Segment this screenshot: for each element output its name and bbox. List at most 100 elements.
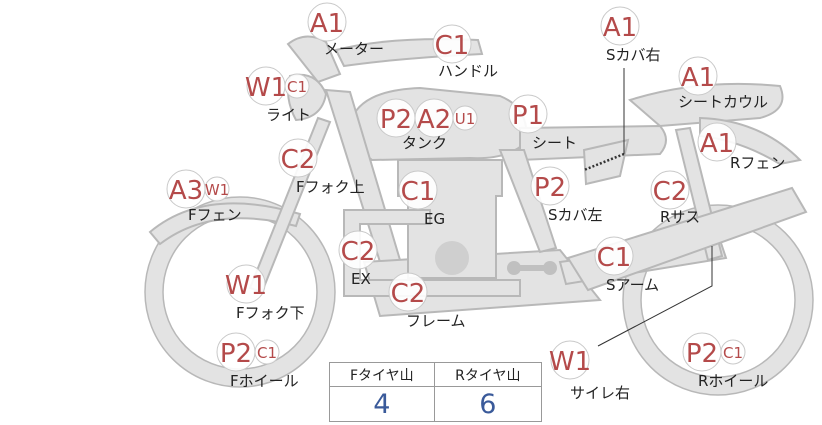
- meter-shape: [286, 35, 342, 84]
- frame-rear-shape: [498, 149, 558, 254]
- grade-badge: [697, 122, 737, 162]
- part-label: シートカウル: [678, 93, 768, 111]
- grade-badge: [278, 138, 318, 178]
- grade-badge: [254, 339, 280, 365]
- grade-badge: [398, 170, 438, 210]
- grade-badge: [307, 2, 347, 42]
- grade-text: C1: [723, 344, 743, 362]
- part-seat: P1 シート: [508, 94, 577, 152]
- grade-text: C1: [401, 177, 436, 207]
- grade-text: A3: [169, 176, 203, 206]
- grade-text: C1: [597, 243, 632, 273]
- tire-tread-table: Fタイヤ山 Rタイヤ山 4 6: [329, 362, 543, 422]
- grade-text: C2: [281, 145, 316, 175]
- engine-cover-shape: [435, 241, 469, 275]
- part-label: シート: [532, 134, 577, 152]
- grade-text: A2: [417, 105, 451, 135]
- front-tread-label: Fタイヤ山: [329, 362, 435, 387]
- grade-text: A1: [700, 129, 734, 159]
- tread-header-row: Fタイヤ山 Rタイヤ山: [329, 362, 543, 387]
- grade-badge: [432, 24, 472, 64]
- part-label: フレーム: [406, 312, 466, 330]
- grade-text: P2: [534, 173, 566, 203]
- grade-text: W1: [245, 73, 287, 103]
- grade-badge: [388, 272, 428, 312]
- leader-lines: [583, 68, 713, 347]
- grade-badge: [204, 176, 230, 202]
- grade-text: C2: [341, 237, 376, 267]
- grade-badge: [226, 264, 266, 304]
- part-label: Fフェン: [188, 206, 242, 224]
- part-label: EG: [424, 210, 445, 228]
- grade-text: W1: [549, 347, 591, 377]
- grade-badge: [594, 236, 634, 276]
- side-cover-shape: [582, 138, 630, 186]
- grade-text: P2: [686, 339, 718, 369]
- part-label: ライト: [266, 106, 311, 124]
- grade-badge: [508, 94, 548, 134]
- grade-text: U1: [455, 110, 476, 128]
- grade-badge: [720, 339, 746, 365]
- part-label: Sカバ右: [606, 46, 661, 64]
- grade-text: P1: [512, 101, 544, 131]
- part-label: サイレ右: [570, 384, 630, 402]
- grade-text: C2: [391, 279, 426, 309]
- grade-badge: [650, 170, 690, 210]
- grade-text: A1: [681, 63, 715, 93]
- rear-tread-value: 6: [433, 386, 543, 422]
- part-label: Rサス: [660, 208, 700, 226]
- grade-text: C1: [257, 344, 277, 362]
- front-fender-shape: [148, 202, 302, 246]
- grade-text: W1: [225, 271, 267, 301]
- grade-text: C2: [653, 177, 688, 207]
- grade-text: P2: [220, 339, 252, 369]
- grade-text: W1: [205, 181, 229, 199]
- part-frame: C2 フレーム: [388, 272, 466, 330]
- part-label: タンク: [402, 134, 447, 152]
- part-label: Fフォク上: [296, 178, 365, 196]
- part-label: Rフェン: [730, 154, 785, 172]
- grade-text: A1: [603, 13, 637, 43]
- part-label: EX: [351, 270, 371, 288]
- grade-badge: [338, 230, 378, 270]
- grade-badge: [284, 73, 310, 99]
- grade-text: P2: [380, 105, 412, 135]
- part-label: Sアーム: [606, 276, 659, 294]
- grade-text: C1: [435, 31, 470, 61]
- kickstand-shape: [507, 261, 557, 275]
- part-label: メーター: [324, 40, 384, 58]
- part-label: ハンドル: [438, 62, 498, 80]
- part-label: Fフォク下: [236, 304, 305, 322]
- grade-badge: [678, 56, 718, 96]
- rear-tread-label: Rタイヤ山: [433, 362, 543, 387]
- grade-text: C1: [287, 78, 307, 96]
- grade-badge: [530, 166, 570, 206]
- part-label: Sカバ左: [548, 206, 603, 224]
- part-muffler-right: W1 サイレ右: [549, 340, 630, 402]
- grade-badge: [452, 105, 478, 131]
- grade-badge: [600, 6, 640, 46]
- seat-cowl-shape: [627, 82, 784, 128]
- grade-badge: [550, 340, 590, 380]
- part-label: Rホイール: [698, 372, 768, 390]
- front-tread-value: 4: [329, 386, 435, 422]
